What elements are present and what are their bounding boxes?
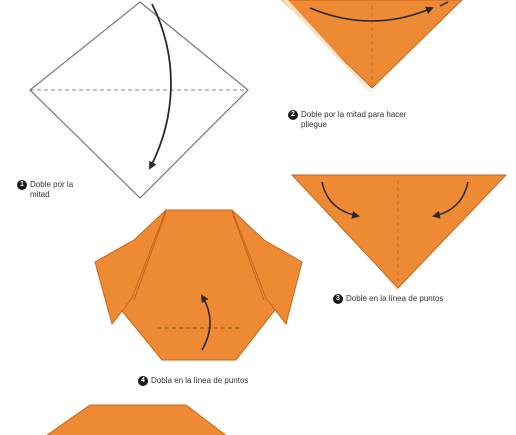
step-5-figure [40,405,232,435]
step-number-badge: 3 [333,294,343,304]
step-2-figure [282,0,462,92]
white-paper-square [30,2,248,198]
step-3-figure [292,175,506,292]
step-2-text: Doble por la mitad para hacer pliegue [301,110,406,130]
step-1-caption: 1 Doble por la mitad [17,180,73,200]
step-3-caption: 3 Doble en la línea de puntos [333,294,443,304]
step-4-text: Dobla en la línea de puntos [151,376,248,386]
step-number-badge: 1 [17,180,27,190]
step-number-badge: 4 [138,376,148,386]
orange-triangle [292,175,506,288]
step-4-figure [95,210,302,360]
step-1-figure [30,2,248,198]
dog-head-partial [40,405,232,435]
step-2-caption: 2 Doble por la mitad para hacer pliegue [288,110,406,130]
step-3-text: Doble en la línea de puntos [346,294,443,304]
step-number-badge: 2 [288,110,298,120]
step-4-caption: 4 Dobla en la línea de puntos [138,376,248,386]
step-1-text: Doble por la mitad [30,180,73,200]
